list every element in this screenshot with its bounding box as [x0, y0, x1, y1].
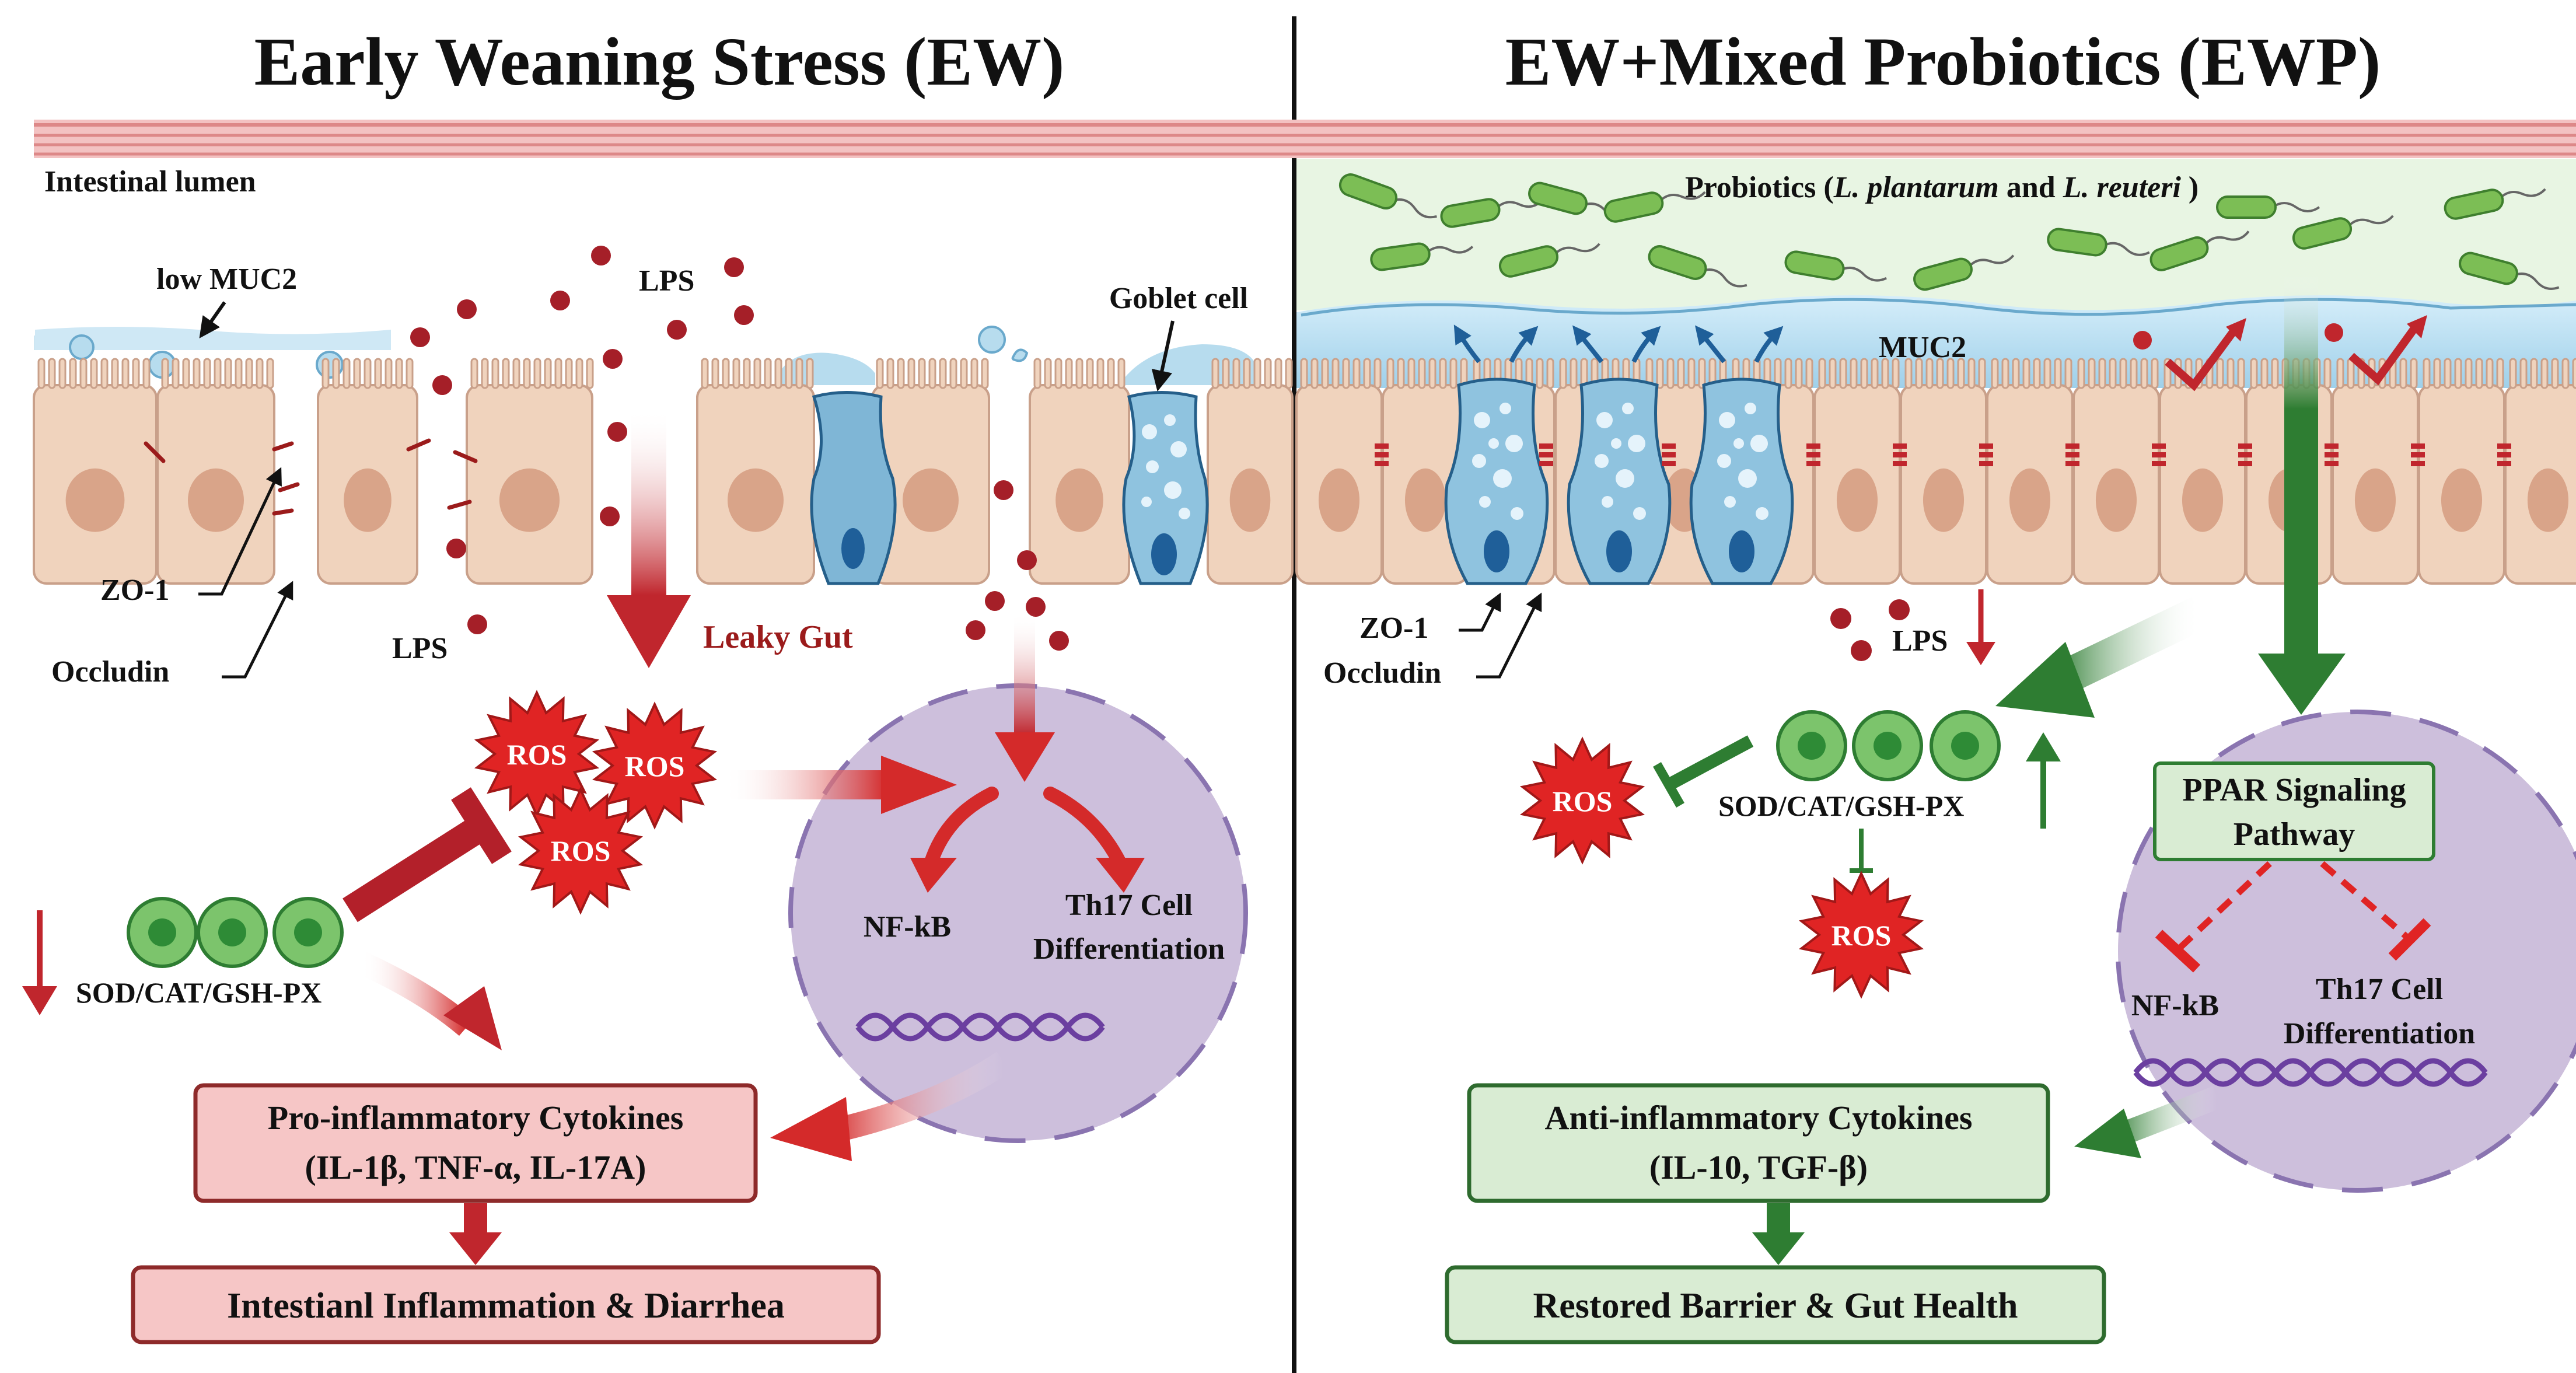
ppar-inhibition-lines	[2174, 861, 2412, 954]
nfkb-label: NF-kB	[864, 910, 951, 944]
antioxidant-enzymes-right	[1776, 710, 2001, 781]
broken-tight-junctions	[144, 438, 478, 516]
lps-particles-right	[1830, 599, 1910, 661]
lps-particles-left	[410, 246, 1069, 651]
th17-right-line1: Th17 Cell	[2316, 973, 2443, 1006]
goblet-cell	[1122, 391, 1209, 585]
mucin-secretion-arrows	[1453, 324, 1784, 364]
serosa-band	[34, 120, 2576, 158]
right-panel-title: EW+Mixed Probiotics (EWP)	[1505, 23, 2381, 100]
left-panel-title: Early Weaning Stress (EW)	[254, 23, 1065, 100]
th17-label-line1: Th17 Cell	[1065, 889, 1193, 922]
antioxidant-enzymes-left	[127, 897, 344, 968]
leaky-gut-arrow-shaft	[631, 408, 666, 595]
probiotic-effect-arrow	[2046, 596, 2207, 699]
inflammation-outcome-box	[131, 1265, 881, 1344]
goblet-cell-collapsed	[810, 391, 897, 585]
probiotics-label: Probiotics (L. plantarum and L. reuteri …	[1685, 171, 2198, 204]
nfkb-label-right: NF-kB	[2131, 989, 2219, 1022]
low-muc2-label: low MUC2	[156, 263, 297, 296]
ros-label-right-1: ROS	[1553, 785, 1613, 817]
dna-right	[2133, 1058, 2488, 1087]
enzymes-label-left: SOD/CAT/GSH-PX	[76, 976, 321, 1009]
th17-right-line2: Differentiation	[2284, 1017, 2475, 1050]
lps-label-top: LPS	[639, 264, 694, 298]
ppar-line2: Pathway	[2234, 816, 2355, 853]
enzyme-inhibits-ros-right	[1665, 735, 1754, 791]
ppar-box	[2153, 761, 2435, 861]
probiotic-bacteria	[1338, 173, 2560, 291]
lps-label-right: LPS	[1892, 624, 1948, 658]
restored-health-text: Restored Barrier & Gut Health	[1533, 1286, 2018, 1326]
goblet-cells-secreting	[1444, 378, 1794, 585]
ppar-line1: PPAR Signaling	[2182, 772, 2406, 808]
pro-inflammatory-list: (IL-1β, TNF-α, IL-17A)	[305, 1148, 646, 1186]
leaky-gut-label: Leaky Gut	[703, 619, 853, 655]
ppar-activation-arrow	[2284, 274, 2318, 659]
anti-inflammatory-box	[1467, 1083, 2050, 1203]
leaky-gut-arrow-head	[607, 595, 691, 668]
th17-label-line2: Differentiation	[1033, 932, 1225, 966]
ros-label-right-2: ROS	[1831, 919, 1892, 952]
restored-health-box	[1445, 1265, 2106, 1344]
ros-label-1: ROS	[507, 738, 567, 771]
anti-inflammatory-list: (IL-10, TGF-β)	[1649, 1148, 1868, 1186]
anti-inflammatory-title: Anti-inflammatory Cytokines	[1544, 1099, 1972, 1137]
enzyme-inhibits-ros	[342, 816, 486, 923]
enzymes-label-right: SOD/CAT/GSH-PX	[1718, 789, 1964, 822]
dna-left	[855, 1012, 1105, 1042]
ros-label-2: ROS	[625, 750, 685, 782]
zo1-label: ZO-1	[100, 574, 169, 607]
left-epithelium	[33, 358, 1294, 585]
pro-inflammatory-box	[193, 1083, 758, 1203]
ros-cluster-left	[474, 690, 718, 915]
intact-tight-junctions	[1375, 443, 2511, 466]
inflammation-outcome-text: Intestianl Inflammation & Diarrhea	[227, 1286, 785, 1326]
goblet-cell-label: Goblet cell	[1109, 282, 1248, 315]
occludin-label-right: Occludin	[1323, 656, 1441, 690]
ros-right	[1519, 736, 1924, 999]
intestinal-lumen-label: Intestinal lumen	[44, 165, 256, 198]
ros-label-3: ROS	[551, 834, 611, 867]
pro-inflammatory-title: Pro-inflammatory Cytokines	[268, 1099, 684, 1137]
lps-neutralized-marks	[2133, 315, 2427, 392]
zo1-label-right: ZO-1	[1359, 612, 1428, 645]
occludin-label: Occludin	[51, 655, 169, 689]
lps-label-mid: LPS	[392, 632, 448, 665]
